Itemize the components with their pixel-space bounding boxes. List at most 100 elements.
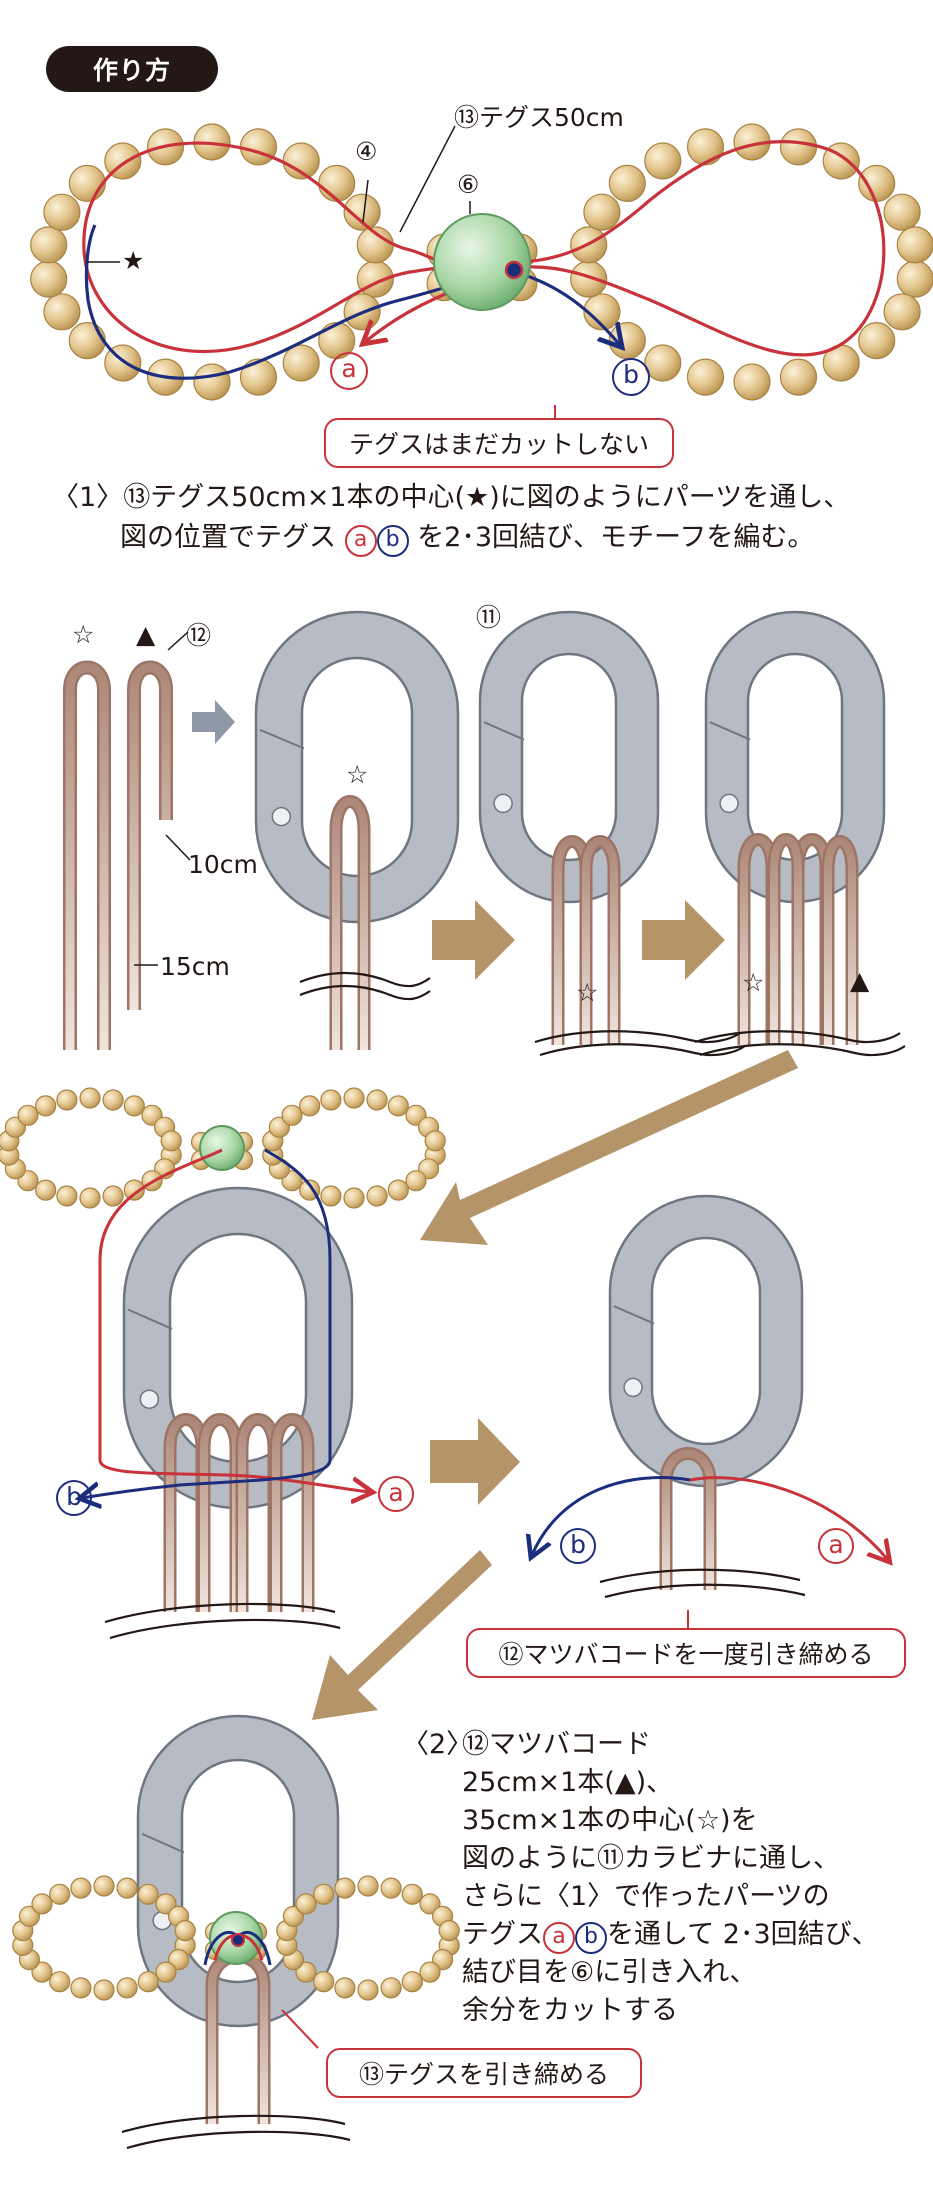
pearl-bead — [35, 1095, 57, 1117]
step1-number: 〈1〉 — [52, 482, 124, 513]
pearl-bead — [137, 1883, 159, 1905]
star-in-carabiner-2: ☆ — [576, 978, 599, 1007]
cord-loop — [579, 835, 621, 1045]
thread-blue — [84, 224, 516, 380]
pearl-bead — [779, 128, 818, 166]
pearl-bead — [896, 260, 933, 298]
pearl-bead — [174, 1919, 196, 1942]
pearl-bead — [160, 1130, 182, 1152]
pearl-bead — [123, 1095, 145, 1117]
pearl-bead — [424, 1130, 446, 1152]
step2-line: 35cm×1本の中心(☆)を — [462, 1805, 758, 1836]
pearl-bead — [419, 1961, 441, 1983]
star-label: ★ — [122, 246, 145, 275]
carabiner — [254, 610, 460, 924]
tegusu-label: ⑬テグス50cm — [454, 103, 624, 132]
pearl-bead — [79, 1187, 101, 1209]
step2-line: 余分をカットする — [462, 1995, 678, 2026]
star-in-carabiner-3: ☆ — [742, 968, 765, 997]
cords-figure — [63, 631, 235, 1050]
bead4-label: ④ — [355, 137, 378, 166]
knot — [504, 260, 524, 280]
fig3-a-right: a — [818, 1528, 854, 1564]
pearl-bead — [70, 1877, 92, 1899]
pearl-bead — [343, 1187, 365, 1209]
pearl-bead — [282, 1905, 304, 1928]
carabiner — [608, 1194, 804, 1488]
pearl-bead — [239, 128, 278, 166]
pearl-bead — [193, 363, 231, 401]
pearl-bead — [155, 1893, 177, 1915]
pearl-bead — [18, 1905, 40, 1928]
end-b-label: b — [612, 358, 650, 396]
pearl-bead — [583, 193, 621, 231]
step2-text-6b: を通して 2･3回結び、 — [607, 1919, 879, 1950]
pearl-bead — [405, 1170, 427, 1192]
pearl-bead — [380, 1977, 402, 1999]
pearl-bead — [49, 1883, 71, 1905]
pearl-bead — [779, 358, 818, 396]
pearl-bead — [380, 1877, 402, 1899]
step2-line: さらに〈1〉で作ったパーツの — [462, 1881, 830, 1912]
carabiner — [704, 610, 886, 904]
step2-line: ⑫マツバコード — [462, 1729, 651, 1760]
pearl-bead — [155, 1961, 177, 1983]
step2-line: 図のように⑪カラビナに通し、 — [462, 1843, 840, 1874]
pearl-bead — [17, 1104, 39, 1126]
pearl-bead — [313, 1971, 335, 1993]
pearl-bead — [343, 1087, 365, 1109]
cord-loop — [767, 833, 805, 1045]
fig3-b-left: b — [56, 1480, 92, 1516]
pearl-bead — [387, 1095, 409, 1117]
step2-number: 〈2〉 — [402, 1729, 474, 1760]
pearl-bead — [334, 1877, 356, 1899]
pearl-bead — [318, 164, 356, 202]
pearl-bead — [401, 1883, 423, 1905]
pearl-bead — [733, 363, 771, 401]
no-cut-callout: テグスはまだカットしない — [324, 418, 674, 468]
pearl-bead — [49, 1971, 71, 1993]
fig3-threads — [82, 1148, 888, 1628]
pearl-bead — [137, 1971, 159, 1993]
pearl-bead — [320, 1089, 342, 1111]
cord-loop — [197, 1413, 243, 1612]
pearl-bead — [570, 260, 608, 298]
star-in-carabiner-1: ☆ — [346, 760, 369, 789]
pearl-bead — [56, 1089, 78, 1111]
pearl-bead — [366, 1185, 388, 1207]
cord-number-label: ⑫ — [186, 621, 212, 650]
section-heading: 作り方 — [46, 46, 218, 92]
pearl-bead — [644, 142, 682, 180]
pearl-bead — [686, 358, 725, 396]
fig4-knot — [203, 1911, 319, 2049]
pearl-bead — [896, 226, 933, 264]
step2-line: 25cm×1本(▲)、 — [462, 1767, 674, 1798]
length-10cm: 10cm — [188, 850, 258, 879]
pearl-bead — [168, 1948, 190, 1971]
bead6-label: ⑥ — [457, 170, 480, 199]
carabiner — [478, 610, 660, 904]
star-cord-label: ☆ — [72, 620, 95, 649]
cord-loop — [821, 835, 859, 1045]
pearl-bead — [366, 1089, 388, 1111]
pearl-bead — [299, 1095, 321, 1117]
pearl-bead — [432, 1948, 454, 1971]
pearl-bead — [43, 193, 81, 231]
pearl-bead — [334, 1977, 356, 1999]
pearl-bead — [608, 164, 646, 202]
step1-a: a — [344, 525, 377, 557]
pearl-bead — [357, 1979, 379, 2001]
cord-loop — [269, 1413, 315, 1612]
step2-text-6a: テグス — [462, 1919, 543, 1950]
step1-text-2b: を2･3回結び、モチーフを編む。 — [417, 522, 815, 553]
pearl-bead — [239, 358, 278, 396]
pearl-bead — [282, 344, 320, 382]
pearl-bead — [401, 1971, 423, 1993]
pearl-bead — [123, 1179, 145, 1201]
fig3-b-right: b — [560, 1528, 596, 1564]
pearl-bead — [102, 1089, 124, 1111]
step2-a: a — [543, 1922, 575, 1954]
